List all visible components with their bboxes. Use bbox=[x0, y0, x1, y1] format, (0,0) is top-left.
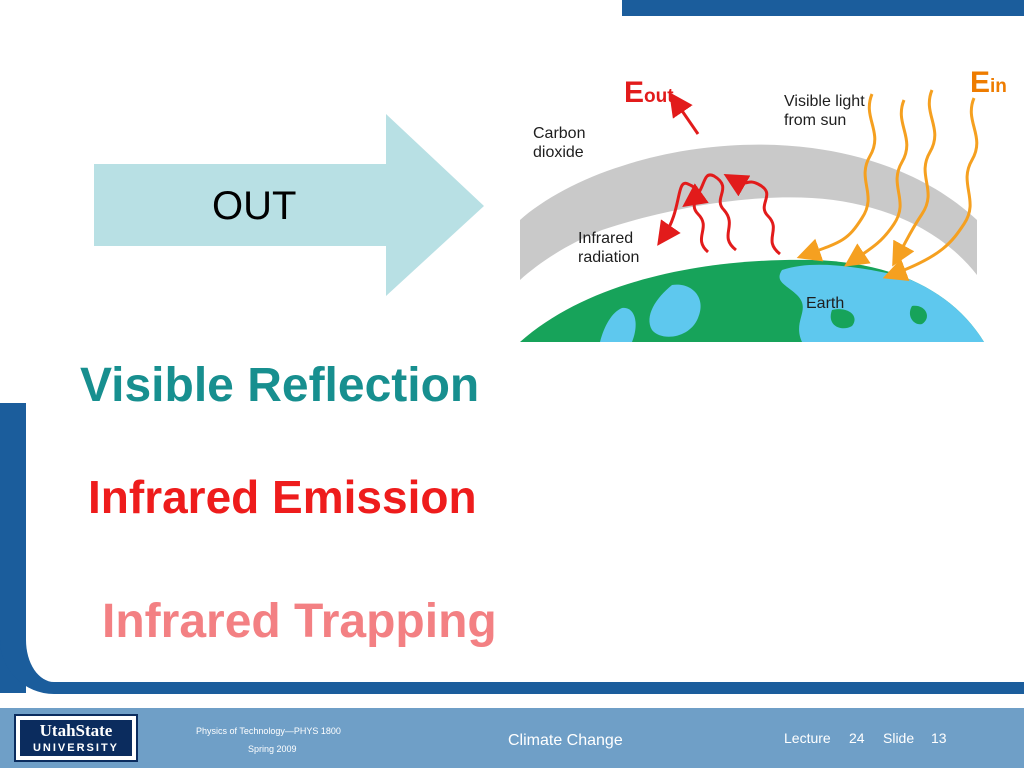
ocean-left-1 bbox=[649, 284, 701, 337]
slide-number: 13 bbox=[931, 730, 947, 746]
headline-visible-reflection: Visible Reflection bbox=[80, 359, 480, 412]
course-title: Physics of Technology—PHYS 1800 bbox=[196, 726, 341, 736]
infrared-ray-mid bbox=[682, 173, 737, 252]
logo-line-2: UNIVERSITY bbox=[32, 742, 119, 754]
carbon-line-2: dioxide bbox=[533, 144, 584, 161]
co2-layer bbox=[520, 144, 977, 280]
headline-infrared-trapping: Infrared Trapping bbox=[102, 595, 497, 648]
slide-label: Slide bbox=[883, 730, 915, 746]
lecture-number: 24 bbox=[849, 730, 865, 746]
footer-bar: UtahState UNIVERSITY Physics of Technolo… bbox=[0, 708, 1024, 768]
e-in-sub: in bbox=[990, 76, 1007, 97]
island bbox=[830, 309, 855, 329]
sunlight-ray-3 bbox=[892, 89, 937, 267]
sunlight-ray-4 bbox=[882, 97, 979, 282]
e-out-main: E bbox=[624, 76, 645, 109]
out-arrow-icon bbox=[94, 114, 484, 296]
out-label: OUT bbox=[212, 184, 297, 228]
ocean-left-2 bbox=[600, 307, 636, 342]
e-in-label: Ein bbox=[970, 66, 1007, 100]
logo-line-1: UtahState bbox=[39, 721, 113, 740]
sunlight-ray-2 bbox=[844, 99, 909, 267]
visible-line-2: from sun bbox=[784, 112, 847, 129]
e-out-label: Eout bbox=[624, 76, 674, 110]
greenhouse-diagram bbox=[520, 89, 984, 342]
headline-infrared-emission: Infrared Emission bbox=[88, 471, 477, 523]
bottom-accent-bar bbox=[60, 682, 1024, 694]
university-logo: UtahState UNIVERSITY bbox=[14, 714, 138, 762]
visible-light-label: Visible light from sun bbox=[784, 92, 865, 130]
top-accent-bar bbox=[622, 0, 1024, 16]
lecture-topic: Climate Change bbox=[508, 732, 623, 749]
carbon-line-1: Carbon bbox=[533, 125, 586, 142]
infrared-line-2: radiation bbox=[578, 249, 640, 266]
sunlight-ray-1 bbox=[796, 93, 877, 262]
carbon-dioxide-label: Carbon dioxide bbox=[533, 124, 585, 162]
infrared-line-1: Infrared bbox=[578, 230, 634, 247]
course-term: Spring 2009 bbox=[248, 744, 297, 754]
lecture-label: Lecture bbox=[784, 730, 831, 746]
island-2 bbox=[909, 305, 927, 325]
earth-label: Earth bbox=[806, 295, 845, 312]
visible-line-1: Visible light bbox=[784, 93, 865, 110]
infrared-radiation-label: Infrared radiation bbox=[578, 229, 639, 267]
infrared-ray-right bbox=[723, 174, 781, 256]
e-in-main: E bbox=[970, 66, 991, 99]
e-out-sub: out bbox=[644, 86, 674, 107]
e-out-arrow bbox=[669, 92, 700, 135]
